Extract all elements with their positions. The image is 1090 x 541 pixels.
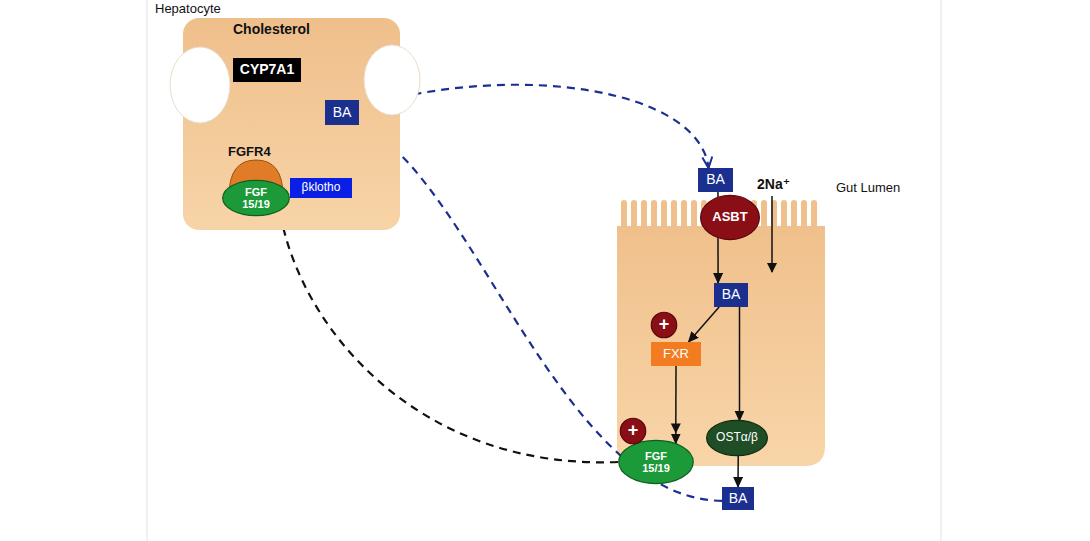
microvillus — [631, 200, 637, 234]
node-label: FGF 15/19 — [236, 186, 276, 210]
node-label: OSTα/β — [716, 431, 758, 444]
box-node: BA — [722, 487, 754, 510]
arrowhead — [671, 424, 681, 434]
node-label: Hepatocyte — [155, 1, 221, 16]
microvillus — [681, 200, 687, 234]
ellipse-fill — [701, 195, 760, 239]
box-node: FXR — [651, 342, 701, 366]
ellipse-fill — [707, 420, 768, 455]
node-label: BA — [722, 287, 741, 302]
ellipse-fill — [619, 440, 693, 483]
node-label: + — [628, 421, 639, 441]
connector — [359, 125, 722, 501]
ellipse-node: + — [651, 312, 677, 338]
box-node: BA — [698, 168, 733, 192]
node-label: βklotho — [302, 181, 341, 194]
microvillus — [661, 200, 667, 234]
microvillus — [691, 200, 697, 234]
ellipse-node: OSTα/β — [706, 420, 768, 456]
free-label: 2Na⁺ — [757, 176, 790, 192]
connector — [737, 456, 739, 487]
microvillus — [791, 200, 797, 234]
box-node: CYP7A1 — [233, 58, 301, 82]
ellipse-node: FGF 15/19 — [618, 440, 694, 484]
connector — [280, 211, 618, 462]
ellipse-node: + — [620, 418, 646, 444]
ellipse-fill — [651, 312, 676, 337]
connector — [739, 307, 741, 421]
microvillus — [781, 200, 787, 234]
node-label: FGF 15/19 — [636, 450, 676, 474]
microvillus — [621, 200, 627, 234]
node-label: ASBT — [712, 210, 747, 224]
microvillus — [651, 200, 657, 234]
node-label: FGFR4 — [228, 144, 271, 159]
box-node: BA — [325, 100, 359, 125]
node-label: + — [659, 315, 670, 335]
box-node: BA — [714, 283, 748, 307]
ellipse-fill — [620, 418, 645, 443]
node-label: CYP7A1 — [240, 62, 294, 77]
microvillus — [641, 200, 647, 234]
enterocyte — [617, 200, 825, 466]
node-label: FXR — [663, 347, 689, 361]
node-label: BA — [333, 105, 352, 120]
node-label: BA — [706, 172, 725, 187]
microvillus — [671, 200, 677, 234]
microvillus — [761, 200, 767, 234]
sodium-arrow — [771, 196, 773, 272]
connector — [689, 307, 720, 342]
ellipse-fill — [223, 180, 290, 215]
free-label: Cholesterol — [233, 21, 310, 37]
ellipse-node: ASBT — [700, 195, 760, 240]
free-label: Gut Lumen — [836, 180, 900, 195]
node-label: BA — [729, 491, 748, 506]
frame-line — [147, 0, 148, 541]
microvillus — [801, 200, 807, 234]
microvillus — [811, 200, 817, 234]
ellipse-node: FGF 15/19 — [222, 180, 290, 216]
connector — [717, 192, 719, 197]
connector — [717, 238, 719, 283]
frame-line — [941, 0, 942, 541]
box-node: βklotho — [290, 178, 352, 198]
